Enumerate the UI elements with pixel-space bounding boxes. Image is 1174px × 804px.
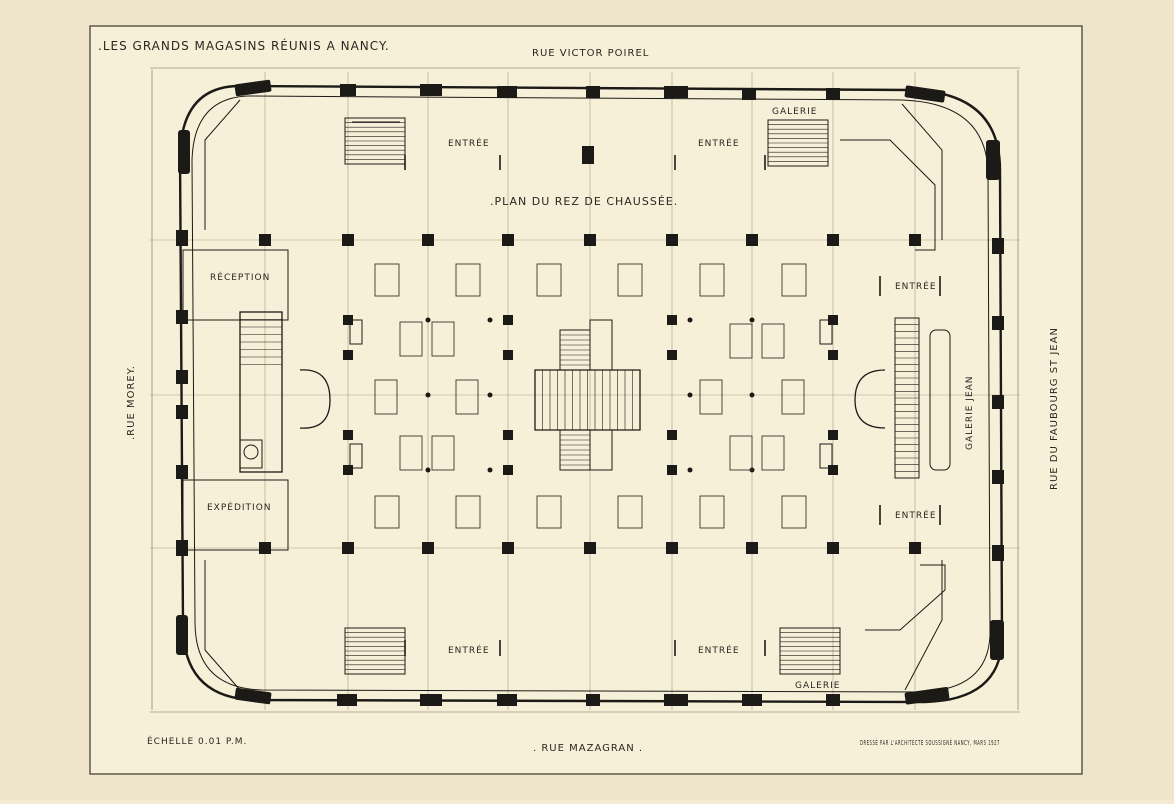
column bbox=[259, 542, 271, 554]
room-entree-s1: ENTRÉE bbox=[448, 644, 490, 656]
column bbox=[503, 465, 513, 475]
dimension-lines bbox=[150, 67, 1020, 713]
room-entree-e1: ENTRÉE bbox=[895, 280, 937, 292]
column-small bbox=[687, 392, 693, 398]
perimeter-piers bbox=[176, 79, 1004, 706]
column bbox=[502, 542, 514, 554]
column-small bbox=[487, 317, 493, 323]
counter bbox=[399, 321, 423, 357]
column-small bbox=[687, 317, 693, 323]
counter bbox=[617, 495, 643, 529]
street-east: RUE DU FAUBOURG ST JEAN bbox=[1049, 327, 1060, 490]
stair-treads bbox=[240, 122, 919, 670]
room-entree-n2: ENTRÉE bbox=[698, 137, 740, 149]
column bbox=[909, 542, 921, 554]
counter bbox=[374, 495, 400, 529]
column bbox=[343, 465, 353, 475]
display-counters bbox=[374, 263, 807, 529]
column bbox=[503, 315, 513, 325]
street-north: RUE VICTOR POIREL bbox=[532, 48, 649, 59]
counter bbox=[781, 495, 807, 529]
entrance-markers bbox=[404, 146, 941, 656]
street-west: .RUE MOREY. bbox=[126, 365, 137, 440]
architect-signature: DRESSÉ PAR L'ARCHITECTE SOUSSIGNÉ NANCY,… bbox=[860, 738, 1000, 747]
street-south: . RUE MAZAGRAN . bbox=[533, 743, 643, 754]
room-expedition: EXPÉDITION bbox=[207, 501, 272, 513]
counter bbox=[374, 379, 398, 415]
column bbox=[827, 234, 839, 246]
column bbox=[827, 542, 839, 554]
column-small bbox=[687, 467, 693, 473]
column bbox=[667, 315, 677, 325]
counter bbox=[699, 495, 725, 529]
column bbox=[342, 542, 354, 554]
column bbox=[666, 542, 678, 554]
column bbox=[667, 350, 677, 360]
column bbox=[667, 465, 677, 475]
counter bbox=[431, 435, 455, 471]
sheet bbox=[89, 25, 1083, 775]
column bbox=[259, 234, 271, 246]
corner-bays bbox=[204, 99, 946, 691]
column bbox=[422, 234, 434, 246]
room-entree-s2: ENTRÉE bbox=[698, 644, 740, 656]
column bbox=[746, 542, 758, 554]
room-entree-e2: ENTRÉE bbox=[895, 509, 937, 521]
counter bbox=[729, 323, 753, 359]
counter bbox=[536, 263, 562, 297]
column bbox=[503, 350, 513, 360]
counter bbox=[699, 379, 723, 415]
counter bbox=[729, 435, 753, 471]
column bbox=[422, 542, 434, 554]
counter bbox=[455, 379, 479, 415]
column bbox=[343, 350, 353, 360]
column bbox=[828, 315, 838, 325]
counter bbox=[761, 323, 785, 359]
counter bbox=[699, 263, 725, 297]
column bbox=[343, 430, 353, 440]
column bbox=[502, 234, 514, 246]
counter bbox=[761, 435, 785, 471]
service-rooms bbox=[182, 249, 951, 551]
counter bbox=[431, 321, 455, 357]
column bbox=[909, 234, 921, 246]
column bbox=[828, 350, 838, 360]
column-small bbox=[425, 317, 431, 323]
plan-title: .PLAN DU REZ DE CHAUSSÉE. bbox=[490, 195, 678, 208]
room-reception: RÉCEPTION bbox=[210, 271, 270, 283]
counter bbox=[781, 263, 807, 297]
column bbox=[584, 234, 596, 246]
column-small bbox=[425, 467, 431, 473]
room-galerie-north: GALERIE bbox=[772, 107, 817, 117]
room-entree-n1: ENTRÉE bbox=[448, 137, 490, 149]
column bbox=[503, 430, 513, 440]
column-small bbox=[487, 392, 493, 398]
scale-note: ÉCHELLE 0.01 P.M. bbox=[147, 735, 247, 747]
counter bbox=[781, 379, 805, 415]
column bbox=[828, 430, 838, 440]
counter bbox=[617, 263, 643, 297]
column-small bbox=[749, 317, 755, 323]
interior-columns bbox=[259, 234, 921, 554]
counter bbox=[374, 263, 400, 297]
counter bbox=[536, 495, 562, 529]
sheet-title: .LES GRANDS MAGASINS RÉUNIS A NANCY. bbox=[98, 38, 390, 53]
column bbox=[666, 234, 678, 246]
column bbox=[828, 465, 838, 475]
counter bbox=[455, 495, 481, 529]
room-galerie-south: GALERIE bbox=[795, 681, 840, 691]
room-galerie-jean: GALERIE JEAN bbox=[965, 375, 975, 450]
column bbox=[746, 234, 758, 246]
column-small bbox=[749, 392, 755, 398]
counter bbox=[455, 263, 481, 297]
counter bbox=[399, 435, 423, 471]
column bbox=[342, 234, 354, 246]
column bbox=[343, 315, 353, 325]
column bbox=[584, 542, 596, 554]
column-small bbox=[425, 392, 431, 398]
column bbox=[667, 430, 677, 440]
column-small bbox=[487, 467, 493, 473]
